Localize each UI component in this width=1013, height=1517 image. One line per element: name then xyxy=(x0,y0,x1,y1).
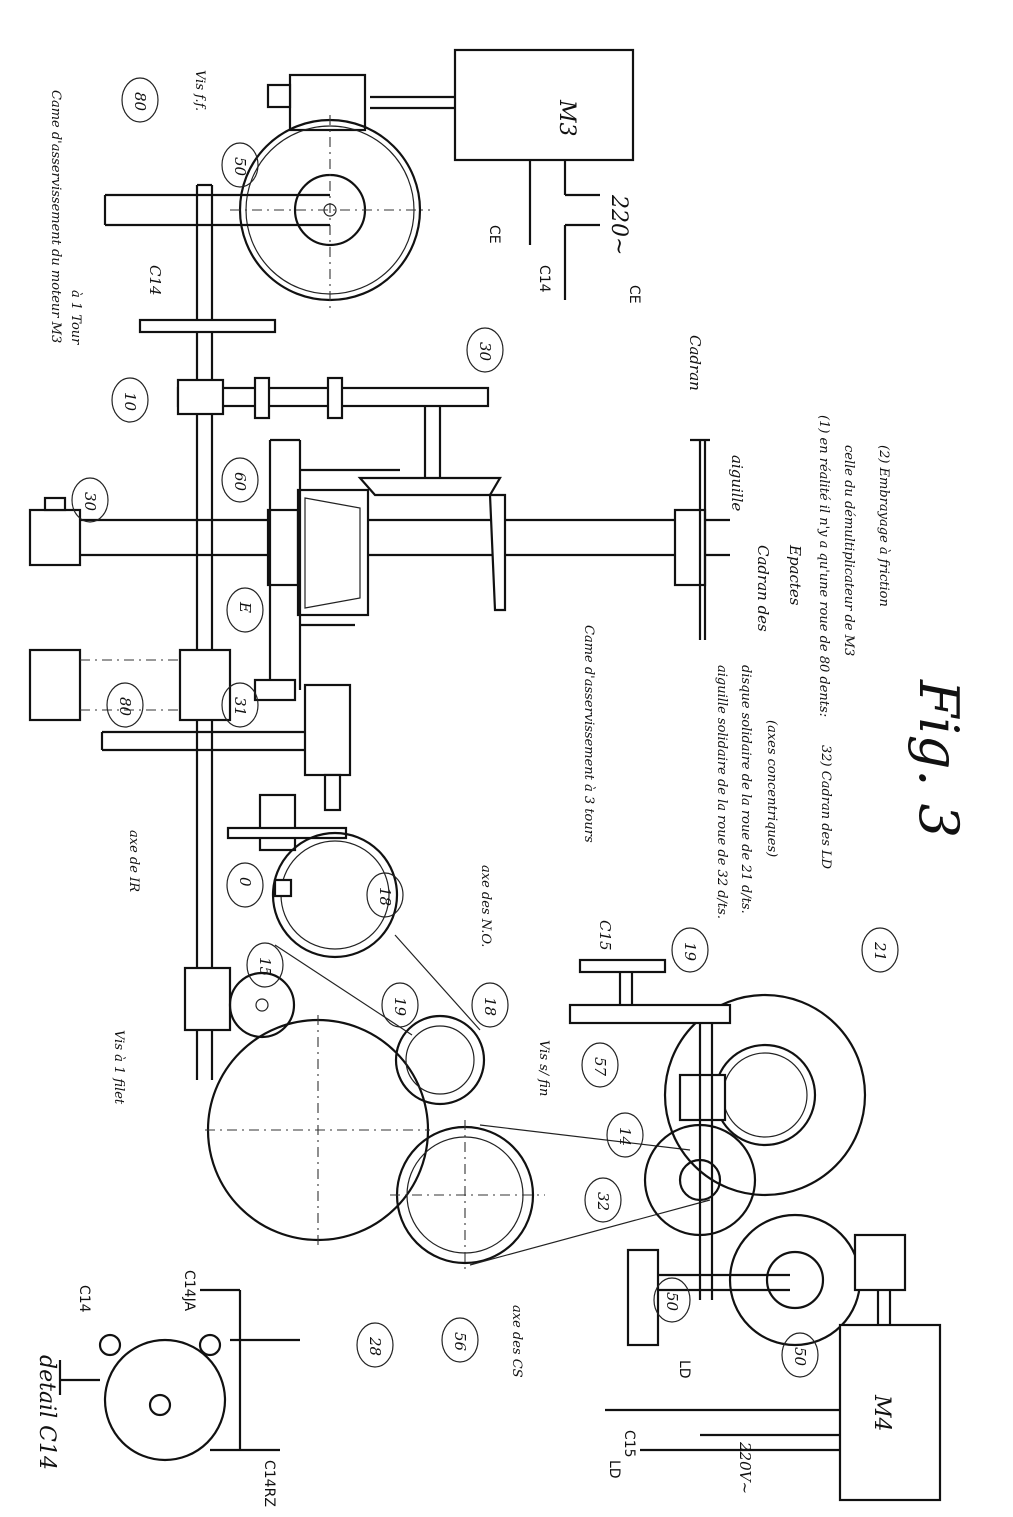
gear-number-circle xyxy=(441,1317,479,1363)
gear-number-circle xyxy=(111,377,149,423)
gear-number-circle xyxy=(653,1277,691,1323)
gear-number-circle xyxy=(781,1332,819,1378)
motor-m4-box xyxy=(838,1323,942,1502)
detail-c14ja-label: C14JA xyxy=(181,1270,197,1311)
ld-note-1: aiguille solidaire de la roue de 32 d/ts… xyxy=(714,665,729,919)
screw-top-text: Vis f.f. xyxy=(192,70,207,111)
gear-number-circle xyxy=(121,77,159,123)
gear-number-circle xyxy=(221,682,259,728)
cam-c14 xyxy=(138,318,277,334)
cam-c14-title: Came d'asservissement du moteur M3 xyxy=(48,90,63,343)
gear-number-circle xyxy=(221,142,259,188)
screw-top-label: Vis f.f. xyxy=(192,70,207,111)
gear-number-circle xyxy=(671,927,709,973)
gear-number-circle xyxy=(471,982,509,1028)
gear-number-label: 31 xyxy=(231,697,249,716)
motor-m3-box xyxy=(453,48,635,162)
cadran-des-label: Cadran des xyxy=(754,545,772,632)
axis-ir-label: axe de IR xyxy=(126,830,141,892)
power-m4-label: 220V~ xyxy=(736,1441,754,1494)
gear-number-label: E xyxy=(236,601,254,613)
ld-note-4: 32) Cadran des LD xyxy=(818,745,833,870)
gear-number-label: 50 xyxy=(663,1292,681,1312)
gear-19-left xyxy=(394,1014,486,1106)
cadran-label: Cadran xyxy=(686,335,704,391)
gear-number-label: 60 xyxy=(231,472,249,492)
gear-21 xyxy=(663,993,867,1197)
gear-number-label: 15 xyxy=(256,957,274,976)
gear-number-circle xyxy=(221,457,259,503)
ld-note-3: (axes concentriques) xyxy=(764,720,779,857)
ld-label-1: LD xyxy=(606,1460,622,1479)
power-m3-label: 220~ xyxy=(606,194,631,255)
gear-number-label: 21 xyxy=(871,941,889,961)
gear-number-label: 80 xyxy=(131,92,149,112)
figure-title: Fig. 3 xyxy=(907,679,970,838)
axis-no-label: axe des N.O. xyxy=(478,865,493,947)
gear-number-label: 56 xyxy=(451,1332,469,1352)
note-2: (2) Embrayage à friction xyxy=(876,445,891,607)
gear-number-circle xyxy=(226,587,264,633)
c14-wire-label: C14 xyxy=(536,265,552,293)
gear-number-label: 50 xyxy=(231,157,249,177)
note-1-line1: (1) en réalité il n'y a qu'une roue de 8… xyxy=(816,415,831,717)
detail-c14rz-label: C14RZ xyxy=(261,1460,277,1507)
note-1-line2: celle du démultiplicateur de M3 xyxy=(841,445,856,656)
gear-number-circle xyxy=(584,1177,622,1223)
c15-bottom-label: C15 xyxy=(621,1430,637,1458)
gear-number-label: 19 xyxy=(391,997,409,1017)
gear-15 xyxy=(228,971,296,1039)
gear-number-label: 0 xyxy=(236,877,254,887)
gear-number-circle xyxy=(246,942,284,988)
gear-number-circle xyxy=(466,327,504,373)
gear-number-circle xyxy=(606,1112,644,1158)
motor-m4-label: M4 xyxy=(869,1394,894,1432)
cam-c15 xyxy=(578,958,667,974)
gear-number-circle xyxy=(581,1042,619,1088)
gear-number-label: 32 xyxy=(594,1192,612,1211)
ld-label-2: LD xyxy=(676,1360,692,1379)
gear-number-circle xyxy=(366,872,404,918)
c15-title: Came d'asservissement à 3 tours xyxy=(581,625,596,843)
gear-number-label: 19 xyxy=(681,942,699,962)
gear-number-label: 10 xyxy=(121,392,139,412)
screw-one-thread-label: Vis à 1 filet xyxy=(111,1030,126,1105)
gear-number-label: 28 xyxy=(366,1336,384,1356)
detail-c14-cam xyxy=(103,1338,227,1462)
gear-number-label: 14 xyxy=(616,1127,634,1146)
motor-m3-label: M3 xyxy=(554,99,579,137)
gear-number-label: 18 xyxy=(376,887,394,906)
gear-number-label: 80 xyxy=(116,697,134,717)
ce-label-2: CE xyxy=(626,285,642,304)
gear-number-label: 50 xyxy=(791,1347,809,1367)
gear-numbers: 80 50 30 10 30 60E 80 31 0 15 18 19 18 19 57 14 21 32 28 56… xyxy=(71,77,899,1378)
aiguille-label: aiguille xyxy=(728,455,746,511)
gear-number-circle xyxy=(226,862,264,908)
gear-number-label: 30 xyxy=(81,492,99,512)
gear-number-label: 18 xyxy=(481,997,499,1016)
epactes-label: Epactes xyxy=(786,544,804,606)
ce-label-1: CE xyxy=(486,225,502,244)
detail-c14-label: C14 xyxy=(76,1285,92,1313)
c15-label: C15 xyxy=(596,920,614,951)
gear-18-top xyxy=(271,831,399,959)
ld-note-2: disque solidaire de la roue de 21 d/ts. xyxy=(738,665,753,914)
cam-c14-sub: à 1 Tour xyxy=(68,290,83,345)
screw-endless-label: Vis s/ fin xyxy=(536,1040,551,1096)
gear-number-circle xyxy=(106,682,144,728)
detail-c14-title: detail C14 xyxy=(34,1355,59,1470)
cam-c14-label: C14 xyxy=(146,265,164,296)
gear-number-label: 57 xyxy=(591,1057,609,1077)
gear-number-circle xyxy=(71,477,109,523)
axis-cs-label: axe des CS xyxy=(509,1305,524,1378)
gear-number-circle xyxy=(356,1322,394,1368)
gear-number-label: 30 xyxy=(476,342,494,362)
gear-number-circle xyxy=(381,982,419,1028)
gear-number-circle xyxy=(861,927,899,973)
